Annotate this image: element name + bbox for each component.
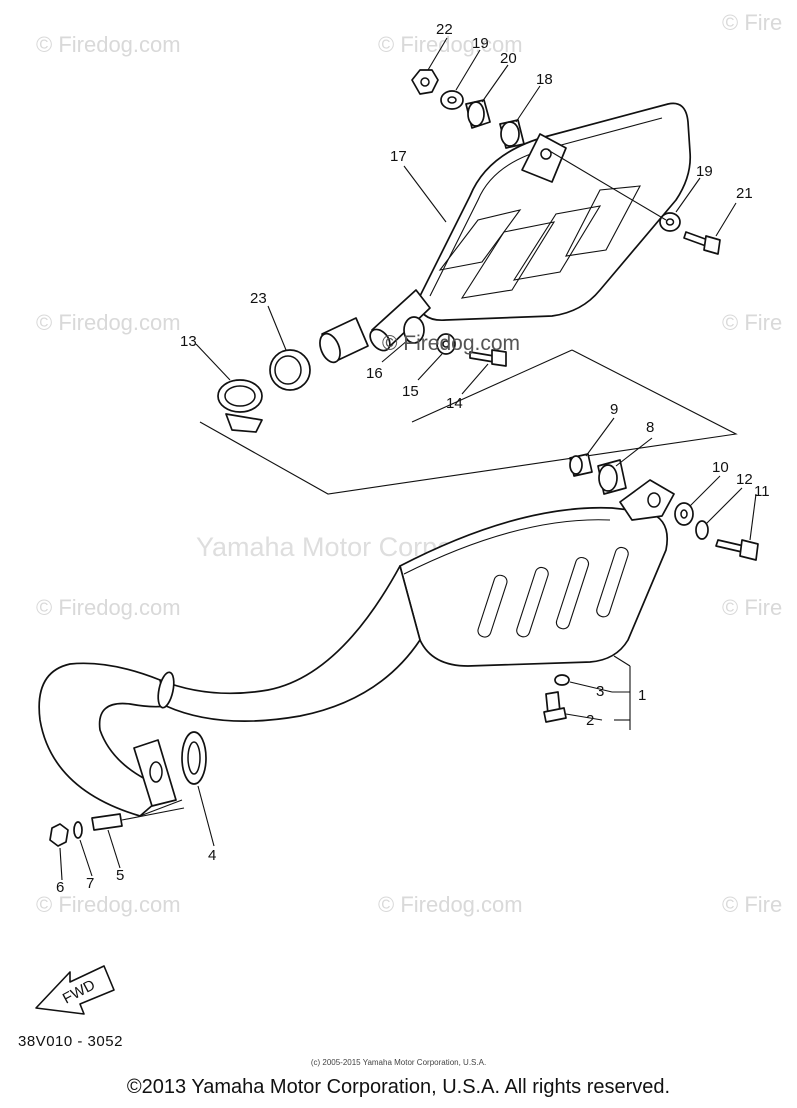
callout-3: 3 <box>596 683 604 700</box>
callout-4: 4 <box>208 847 216 864</box>
callout-9: 9 <box>610 401 618 418</box>
exhaust-pipe-assembly <box>38 453 759 847</box>
watermark-topright: © Fire <box>722 10 782 35</box>
callout-17: 17 <box>390 148 407 165</box>
fwd-label: FWD <box>60 976 98 1007</box>
assembly-connector-box <box>199 349 738 495</box>
callout-1: 1 <box>638 687 646 704</box>
forward-arrow: FWD <box>35 965 115 1015</box>
leader-lines-upper <box>195 37 737 395</box>
callout-2: 2 <box>586 712 594 729</box>
callout-layer: 22 19 20 18 17 19 21 23 13 16 15 14 9 8 … <box>56 21 770 896</box>
callout-15: 15 <box>402 383 419 400</box>
watermark-lowleft: © Firedog.com <box>36 595 181 620</box>
watermark-midleft: © Firedog.com <box>36 310 181 335</box>
callout-16: 16 <box>366 365 383 382</box>
small-copyright: (c) 2005-2015 Yamaha Motor Corporation, … <box>310 1058 487 1067</box>
watermark-bottomleft: © Firedog.com <box>36 892 181 917</box>
watermark-lowright: © Fire <box>722 595 782 620</box>
callout-12: 12 <box>736 471 753 488</box>
callout-6: 6 <box>56 879 64 896</box>
diagram-code: 38V010 - 3052 <box>18 1033 123 1050</box>
watermark-midright: © Fire <box>722 310 782 335</box>
callout-19-right: 19 <box>696 163 713 180</box>
callout-13: 13 <box>180 333 197 350</box>
watermark-center: © Firedog.com <box>382 332 520 355</box>
watermark-topleft: © Firedog.com <box>36 32 181 57</box>
silencer-17 <box>319 102 692 364</box>
callout-14: 14 <box>446 395 463 412</box>
callout-5: 5 <box>116 867 124 884</box>
callout-8: 8 <box>646 419 654 436</box>
callout-23: 23 <box>250 290 267 307</box>
watermark-bottomright: © Fire <box>722 892 782 917</box>
callout-20: 20 <box>500 50 517 67</box>
leader-lines-lower <box>59 417 757 881</box>
callout-10: 10 <box>712 459 729 476</box>
copyright-notice: ©2013 Yamaha Motor Corporation, U.S.A. A… <box>126 1076 671 1098</box>
watermark-layer: © Firedog.com © Firedog.com © Fire © Fir… <box>36 10 782 917</box>
callout-11: 11 <box>754 483 770 500</box>
watermark-topcenter: © Firedog.com <box>378 32 523 57</box>
callout-7: 7 <box>86 875 94 892</box>
callout-18: 18 <box>536 71 553 88</box>
top-hardware-stack <box>217 69 721 433</box>
callout-19-top: 19 <box>472 35 489 52</box>
watermark-bottomcenter: © Firedog.com <box>378 892 523 917</box>
callout-22: 22 <box>436 21 453 38</box>
callout-21: 21 <box>736 185 753 202</box>
